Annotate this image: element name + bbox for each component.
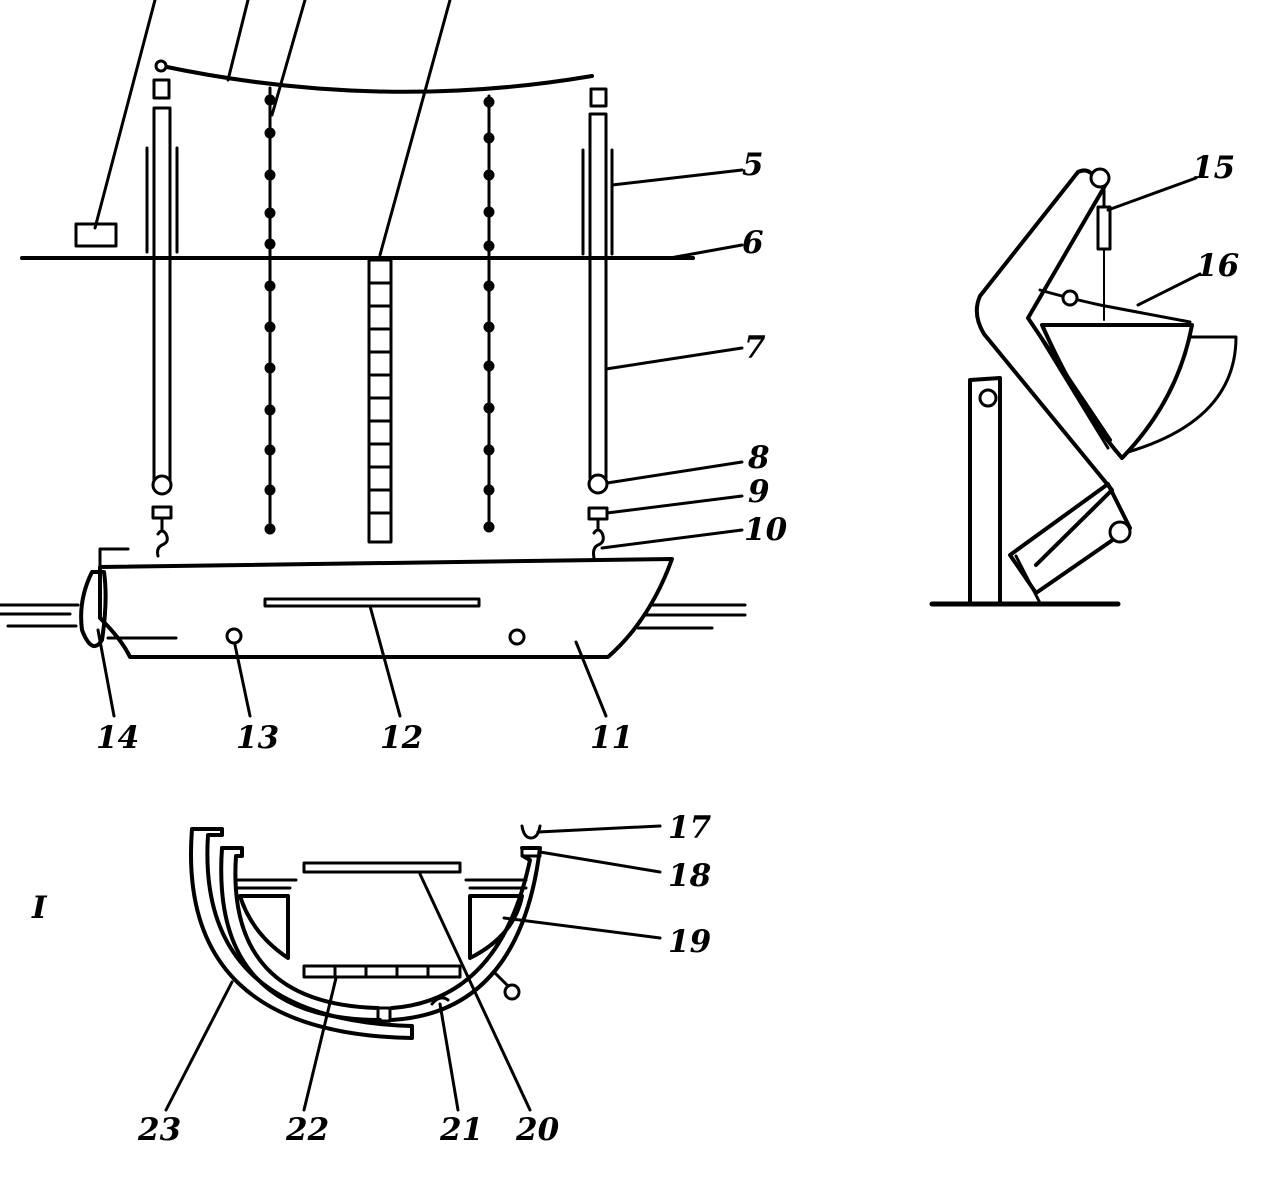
leader-lines-bottom: [96, 604, 608, 718]
span-wire: [160, 64, 594, 94]
label-21: 21: [439, 1112, 483, 1148]
tiller: [98, 547, 130, 574]
label-10: 10: [744, 512, 788, 548]
ladder: [367, 258, 393, 544]
davit-arm: [974, 168, 1114, 567]
drain-plug-aft: [508, 628, 526, 646]
swivel-9: [587, 506, 609, 521]
label-14: 14: [96, 720, 139, 756]
gunwale-cap-18: [520, 846, 542, 858]
linkage-pivot: [1108, 520, 1132, 544]
davit-head-left: [152, 78, 171, 100]
fall-block-15: [1096, 205, 1112, 251]
label-9: 9: [748, 474, 770, 510]
label-17: 17: [668, 810, 712, 846]
label-19: 19: [668, 924, 711, 960]
rudder-14: [79, 570, 108, 649]
label-roman-i: I: [31, 890, 48, 926]
lifeline-right: [483, 94, 495, 533]
davit-head-sheave: [1089, 167, 1111, 189]
outer-shell-23: [189, 827, 414, 1040]
label-7: 7: [744, 330, 766, 366]
leader-lines-right: [600, 168, 744, 550]
label-15: 15: [1192, 150, 1235, 186]
drain-21: [430, 996, 450, 1006]
davit-left: [145, 106, 179, 558]
bottom-boards-22: [302, 964, 462, 979]
buoyancy-tank-left: [238, 894, 290, 960]
davit-head-right: [589, 87, 608, 108]
lifeline-left: [264, 86, 276, 535]
top-leader-lines: [93, 0, 452, 257]
label-20: 20: [515, 1112, 560, 1148]
label-12: 12: [380, 720, 423, 756]
boat-in-davit: [1040, 323, 1194, 460]
label-5: 5: [742, 147, 764, 183]
deck-box: [74, 222, 118, 248]
davit-section-view: [929, 167, 1238, 607]
drain-plug-13: [225, 627, 243, 645]
cross-section-view: [164, 824, 662, 1112]
leader-lines-section: [164, 824, 662, 1112]
pedestal: [968, 376, 1002, 605]
water-surface: [0, 603, 747, 630]
davit-right: [581, 112, 614, 560]
thwart-20: [302, 861, 462, 874]
lifeboat-hull: [98, 557, 674, 659]
buoyancy-tank-19: [468, 894, 524, 960]
label-16: 16: [1196, 248, 1239, 284]
label-23: 23: [137, 1112, 181, 1148]
pedestal-pivot: [978, 388, 998, 408]
bilge-keel-12: [263, 597, 481, 608]
label-11: 11: [590, 720, 633, 756]
label-8: 8: [747, 440, 770, 476]
hook-10: [592, 517, 605, 560]
block-8: [587, 473, 609, 495]
label-22: 22: [285, 1112, 329, 1148]
side-view: [0, 0, 747, 718]
wire-end-left: [154, 59, 168, 73]
labels: 5 6 7 8 9 10 14 13 12 11 15 16 17 18 19 …: [31, 147, 1239, 1148]
label-13: 13: [236, 720, 279, 756]
label-6: 6: [742, 225, 764, 261]
label-18: 18: [668, 858, 711, 894]
grab-float: [503, 983, 521, 1001]
